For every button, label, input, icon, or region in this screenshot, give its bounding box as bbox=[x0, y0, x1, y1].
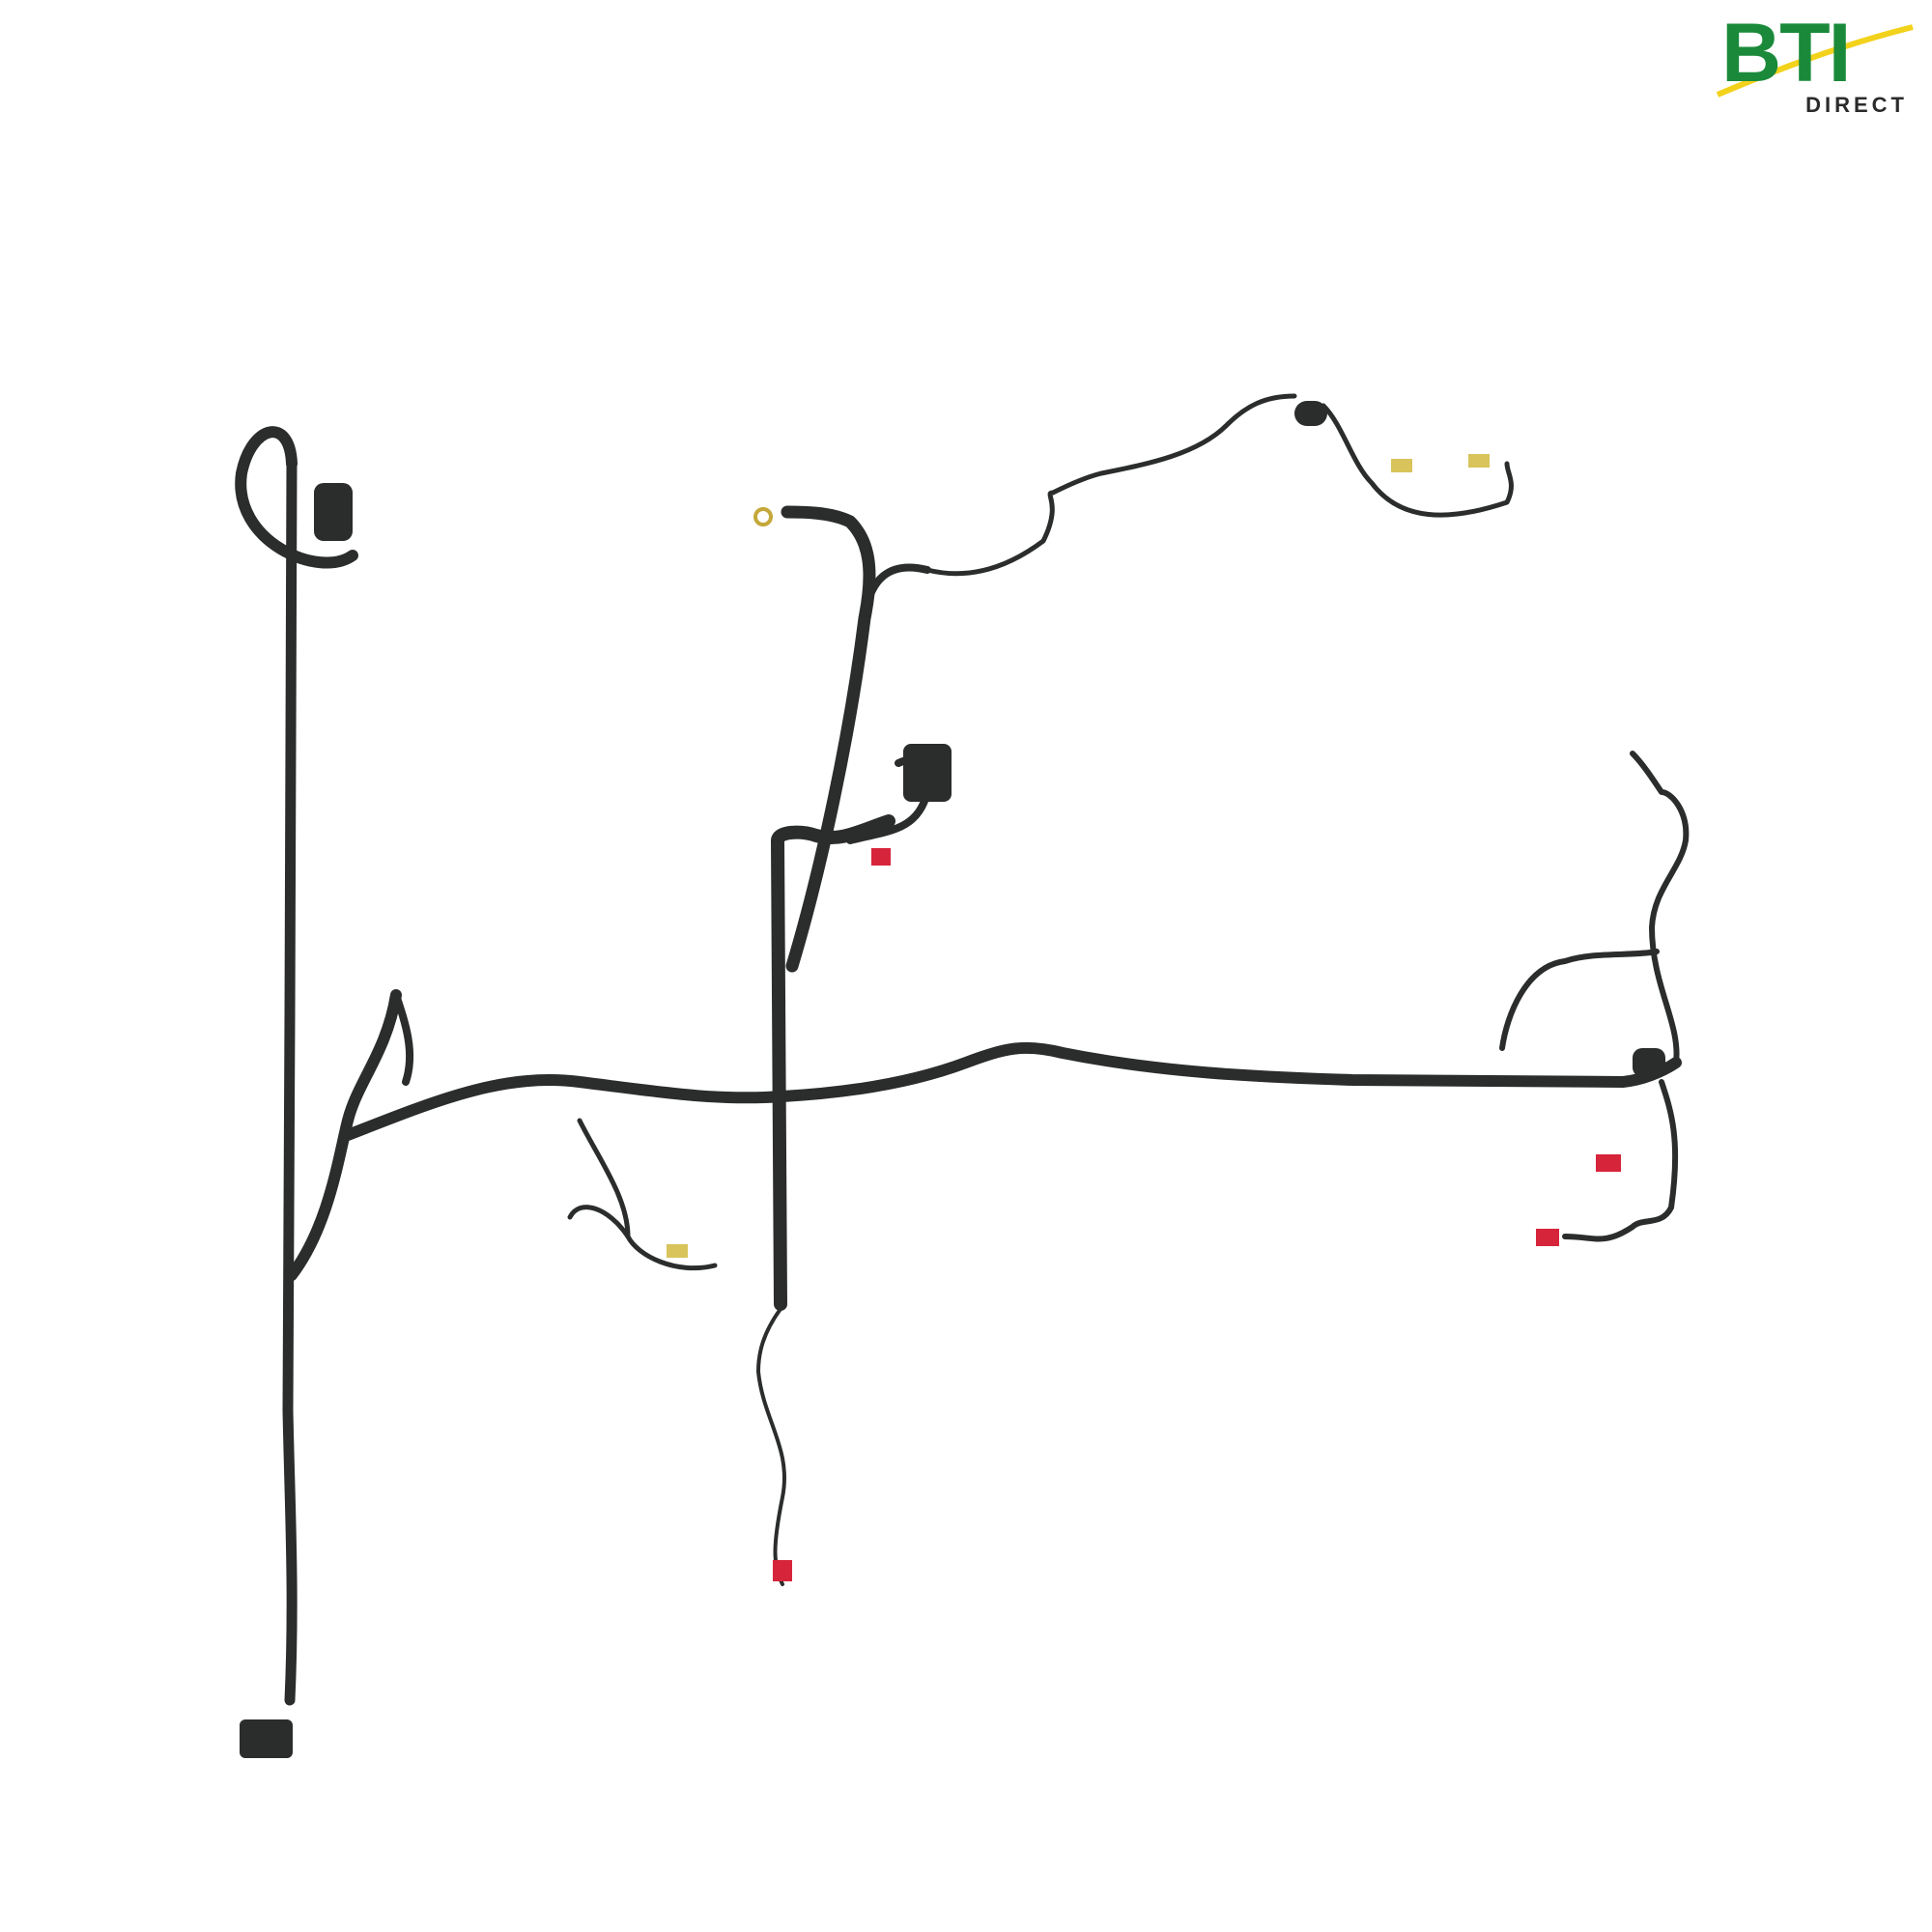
brand-subtitle: DIRECT bbox=[1805, 93, 1908, 117]
connector-middle-large bbox=[903, 744, 952, 802]
brand-name: BTI bbox=[1721, 7, 1852, 99]
connector-bottom-left bbox=[240, 1719, 293, 1758]
connector-top-hook bbox=[314, 483, 353, 541]
mid-small-loop bbox=[577, 1118, 718, 1271]
brand-logo: BTI DIRECT bbox=[1710, 12, 1918, 126]
brand-swoosh-icon bbox=[1716, 24, 1914, 98]
connector-red-right-1 bbox=[1596, 1154, 1621, 1172]
connector-yellow-top bbox=[1391, 459, 1412, 472]
right-side-lead bbox=[1499, 949, 1660, 1051]
top-loop-cable bbox=[235, 426, 358, 569]
middle-lead-cable bbox=[861, 563, 931, 622]
connector-top-oval bbox=[1294, 401, 1327, 426]
right-lower-lead bbox=[1562, 1079, 1679, 1242]
top-right-cable bbox=[1321, 403, 1514, 518]
upper-right-cable bbox=[924, 393, 1297, 577]
left-branch-lead bbox=[392, 991, 414, 1086]
bottom-drop-cable bbox=[756, 1307, 786, 1586]
brand-logo-mark: BTI bbox=[1710, 12, 1918, 99]
middle-trunk-cable bbox=[771, 814, 895, 1311]
connector-group bbox=[240, 401, 1665, 1758]
mid-small-loop-2 bbox=[567, 1205, 631, 1239]
connector-right-node bbox=[1633, 1048, 1665, 1077]
connector-yellow-mid bbox=[667, 1244, 688, 1258]
connector-ring-terminal bbox=[753, 507, 773, 526]
left-branch-cable bbox=[286, 989, 402, 1281]
connector-yellow-right bbox=[1468, 454, 1490, 468]
connector-red-middle bbox=[871, 848, 891, 866]
middle-upper-cable bbox=[781, 505, 876, 973]
connector-red-right-2 bbox=[1536, 1229, 1559, 1246]
connector-red-bottom bbox=[773, 1560, 792, 1581]
left-trunk-cable bbox=[282, 458, 298, 1706]
main-horizontal-cable bbox=[342, 1041, 1682, 1141]
right-vertical-cable bbox=[1630, 751, 1690, 1065]
